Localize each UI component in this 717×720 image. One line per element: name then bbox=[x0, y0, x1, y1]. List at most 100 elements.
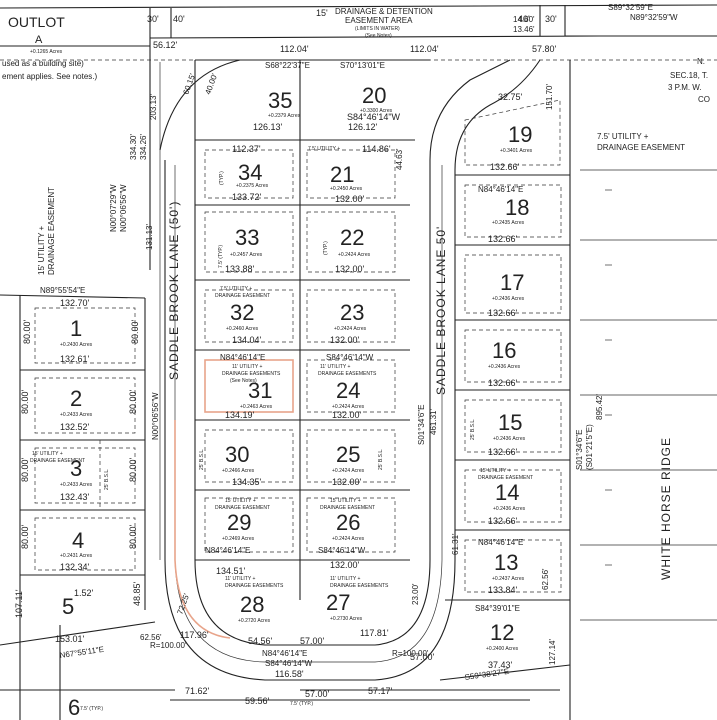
lot-17-area: +0.2436 Acres bbox=[492, 296, 525, 302]
lot-21: 21 bbox=[330, 162, 354, 187]
detention-label-3: (LIMITS IN WATER) bbox=[355, 26, 400, 32]
typ-lot22: (TYP.) bbox=[323, 241, 329, 255]
section-ticks bbox=[605, 189, 612, 566]
dim-1-52: 1.52' bbox=[74, 588, 94, 598]
lot-14-width: 132.66' bbox=[488, 516, 518, 526]
lot-23-area: +0.2424 Acres bbox=[334, 326, 367, 332]
easement-11-lot28-2: DRAINAGE EASEMENTS bbox=[225, 583, 284, 589]
lot-26-area: +0.2424 Acres bbox=[332, 536, 365, 542]
lot-28: 28 bbox=[240, 592, 264, 617]
easement-75-inner: 7.5' UTILITY + bbox=[220, 286, 252, 292]
dim-40-00: 40.00' bbox=[203, 72, 219, 96]
lot-32: 32 bbox=[230, 300, 254, 325]
lot-22-area: +0.2424 Acres bbox=[338, 252, 371, 258]
lot-4: 4 bbox=[72, 528, 84, 553]
dim-56-12: 56.12' bbox=[153, 40, 178, 50]
typ-lot34: (TYP.) bbox=[219, 171, 225, 185]
outlot-title: OUTLOT bbox=[8, 14, 65, 30]
lot-13: 13 bbox=[494, 550, 518, 575]
lot-2-area: +0.2433 Acres bbox=[60, 412, 93, 418]
top-bearing-2: N89°32'59"W bbox=[630, 13, 678, 22]
dim-lot1-right: 80.00' bbox=[130, 319, 140, 344]
dim-57-00-a: 57.00' bbox=[300, 636, 325, 646]
corner-n: N. bbox=[697, 57, 705, 66]
outlot-letter: A bbox=[35, 34, 43, 46]
lot-2-width: 132.52' bbox=[60, 422, 90, 432]
lot-1-top: 132.70' bbox=[60, 298, 90, 308]
easement-11-lot24: 11' UTILITY + bbox=[320, 364, 350, 370]
bearing-s013: S01°34'6"E bbox=[417, 405, 426, 445]
lot-12-area: +0.2400 Acres bbox=[486, 646, 519, 652]
dim-57-17: 57.17' bbox=[368, 686, 393, 696]
easement-15-west: 15' UTILITY + bbox=[37, 225, 46, 275]
easement-15-lot26: 15' UTILITY + bbox=[330, 498, 361, 504]
lot-15: 15 bbox=[498, 410, 522, 435]
typ-lot33: 7.5' (TYP.) bbox=[218, 245, 224, 268]
lot-13-width: 133.84' bbox=[488, 585, 518, 595]
lot-15-width: 132.66' bbox=[488, 447, 518, 457]
lot-18: 18 bbox=[505, 195, 529, 220]
lot-31: 31 bbox=[248, 378, 272, 403]
easement-15-lot26-2: DRAINAGE EASEMENT bbox=[320, 505, 375, 511]
bearing-n84-bottom: N84°46'14"E bbox=[262, 649, 307, 658]
lot-18-bearing: N84°46'14"E bbox=[478, 185, 523, 194]
bearing-left-2: N00°06'56"W bbox=[119, 184, 128, 232]
lot-18-width: 132.66' bbox=[488, 234, 518, 244]
lot-13-area: +0.2437 Acres bbox=[492, 576, 525, 582]
lot-1-area: +0.2430 Acres bbox=[60, 342, 93, 348]
lot-26: 26 bbox=[336, 510, 360, 535]
lot-labels: 35 +0.2379 Acres 126.13' 20 +0.3300 Acre… bbox=[55, 83, 533, 720]
lot-13-bearing: N84°46'14"E bbox=[478, 538, 523, 547]
lot-3-width: 132.43' bbox=[60, 492, 90, 502]
bearing-s84-bottom: S84°46'14"W bbox=[265, 659, 313, 668]
dim-lot3-left: 80.00' bbox=[20, 457, 30, 482]
dim-71-62: 71.62' bbox=[185, 686, 210, 696]
lot-20-area: +0.3300 Acres bbox=[360, 108, 393, 114]
detention-label: DRAINAGE & DETENTION bbox=[335, 7, 433, 16]
dim-lot2-left: 80.00' bbox=[20, 389, 30, 414]
lot-22-width: 132.00' bbox=[335, 264, 365, 274]
east-block bbox=[439, 60, 717, 720]
lot-14: 14 bbox=[495, 480, 519, 505]
saddle-brook-lane-road bbox=[159, 59, 541, 681]
lot-25-width: 132.00' bbox=[332, 477, 362, 487]
dim-54-56: 54.56' bbox=[248, 636, 273, 646]
dim-112-04-b: 112.04' bbox=[410, 44, 439, 54]
lot-20-width: 126.12' bbox=[348, 122, 378, 132]
lot-21-top: 114.86' bbox=[362, 144, 391, 154]
dim-95-18: 62.56' bbox=[541, 568, 550, 590]
lot-24-area: +0.2424 Acres bbox=[332, 404, 365, 410]
dim-40-left: 40' bbox=[173, 14, 185, 24]
dim-117-81: 117.81' bbox=[360, 628, 389, 638]
bearing-left-1: N00°07'29"W bbox=[109, 184, 118, 232]
lot-1: 1 bbox=[70, 316, 82, 341]
top-bearing-1: S89°32'59"E bbox=[608, 3, 653, 12]
dim-61-31: 61.31' bbox=[451, 533, 460, 555]
easement-75-inner-2: DRAINAGE EASEMENT bbox=[215, 293, 270, 299]
bsl-lot15: 25' B.S.L. bbox=[470, 418, 476, 440]
dim-57-00-c: 57.00' bbox=[410, 652, 435, 662]
corner-sec: SEC.18, T. bbox=[670, 71, 708, 80]
lot-16-width: 132.66' bbox=[488, 378, 518, 388]
easement-75-label-2: DRAINAGE EASEMENT bbox=[597, 143, 685, 152]
corner-co: CO bbox=[698, 95, 710, 104]
lot-30-width: 134.35' bbox=[232, 477, 262, 487]
lot-28-top: 134.51' bbox=[216, 566, 246, 576]
easement-15-west-2: DRAINAGE EASEMENT bbox=[47, 187, 56, 275]
dim-lot1-left: 80.00' bbox=[22, 319, 32, 344]
lot-12-bearing: S84°39'01"E bbox=[475, 604, 520, 613]
lot-5-width: 153.01' bbox=[55, 634, 85, 644]
lot-26-bearing: S84°46'14"W bbox=[318, 546, 366, 555]
west-boundary bbox=[0, 46, 161, 720]
lot-17-width: 132.66' bbox=[488, 308, 518, 318]
lot-35-area: +0.2379 Acres bbox=[268, 113, 301, 119]
easement-11-lot27: 11' UTILITY + bbox=[330, 576, 360, 582]
lot-24: 24 bbox=[336, 378, 360, 403]
dim-59-56: 59.56' bbox=[245, 696, 270, 706]
bsl-lot25: 25' B.S.L. bbox=[378, 448, 384, 470]
lot-34-area: +0.2375 Acres bbox=[236, 183, 269, 189]
lot-27-area: +0.2730 Acres bbox=[330, 616, 363, 622]
dim-44-63: 44.63' bbox=[395, 148, 404, 170]
top-bearing-3: S68°22'37"E bbox=[265, 61, 310, 70]
